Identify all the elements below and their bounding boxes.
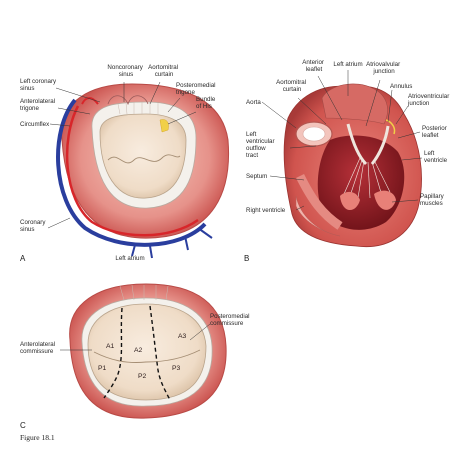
segment-a1: A1 [106, 343, 115, 350]
label-left-coronary-sinus: Left coronary sinus [20, 78, 58, 92]
segment-p2: P2 [138, 373, 147, 380]
label-aortomitral-curtain-a: Aortomitral curtain [148, 64, 180, 78]
label-anterolateral-trigone: Anterolateral trigone [20, 98, 57, 112]
panel-a-leaders [47, 81, 197, 229]
label-aortomitral-curtain-b: Aortomitral curtain [276, 79, 308, 93]
circumflex-artery [65, 105, 199, 237]
figure-caption: Figure 18.1 [20, 433, 55, 442]
aorta-lumen [302, 126, 326, 142]
segment-a2: A2 [134, 347, 143, 354]
scallop-dividers [103, 305, 171, 401]
anterior-leaflet-b [346, 123, 368, 166]
panel-c: A1 A2 A3 P1 P2 P3 Posteromedial commissu… [20, 283, 251, 430]
label-lv-outflow-tract: Left ventricular outflow tract [246, 131, 276, 159]
septum [295, 173, 343, 230]
label-right-ventricle: Right ventricle [246, 207, 286, 214]
label-septum: Septum [246, 173, 267, 180]
label-aorta: Aorta [246, 99, 261, 106]
annulus-b [385, 119, 396, 135]
panel-a: Noncoronary sinus Aortomitral curtain Le… [20, 64, 230, 263]
papillary-muscle-2 [374, 190, 396, 210]
label-left-atrium-a: Left atrium [115, 255, 144, 262]
panel-b-letter: B [244, 254, 249, 263]
label-bundle-of-his: Bundle of His [196, 96, 217, 110]
panel-b: Anterior leaflet Left atrium Atriovalvul… [244, 59, 451, 263]
left-coronary-origin [81, 97, 99, 105]
mitral-leaflets-c [87, 303, 207, 401]
label-posteromedial-trigone: Posteromedial trigone [176, 82, 217, 96]
chordae-tendineae [343, 157, 391, 199]
label-coronary-sinus: Coronary sinus [20, 219, 47, 233]
segment-a3: A3 [178, 333, 187, 340]
bundle-of-his [159, 119, 169, 133]
label-atriovalvular-junction: Atriovalvular junction [366, 61, 402, 75]
coaptation-line [107, 154, 181, 164]
mitral-leaflets [99, 113, 187, 199]
right-ventricle-chamber [295, 195, 341, 237]
label-anterior-leaflet: Anterior leaflet [302, 59, 325, 73]
label-circumflex: Circumflex [20, 121, 50, 128]
label-posterior-leaflet: Posterior leaflet [422, 125, 449, 139]
segment-p3: P3 [172, 365, 181, 372]
aortomitral-curtain-c [119, 284, 169, 301]
panel-a-letter: A [20, 254, 26, 263]
label-posteromedial-commissure: Posteromedial commissure [210, 313, 251, 327]
coaptation-line-c [93, 349, 201, 363]
left-atrium-chamber [321, 83, 388, 125]
label-atrioventricular-junction: Atrioventricular junction [407, 93, 451, 107]
label-left-ventricle: Left ventricle [424, 150, 448, 164]
coronary-sinus-vessel [56, 98, 207, 247]
panel-c-letter: C [20, 421, 26, 430]
panel-b-leaders [261, 70, 423, 211]
papillary-muscle-1 [340, 191, 360, 211]
label-annulus: Annulus [390, 83, 412, 90]
label-anterolateral-commissure: Anterolateral commissure [20, 341, 57, 355]
coronary-sinus-branch [131, 227, 213, 259]
label-left-atrium-b: Left atrium [333, 61, 362, 68]
aortic-cusps [107, 95, 149, 106]
label-noncoronary-sinus: Noncoronary sinus [107, 64, 144, 78]
label-papillary-muscles: Papillary muscles [420, 193, 445, 207]
panel-c-leaders [60, 323, 211, 351]
posterior-leaflet-b [370, 125, 390, 165]
segment-p1: P1 [98, 365, 107, 372]
